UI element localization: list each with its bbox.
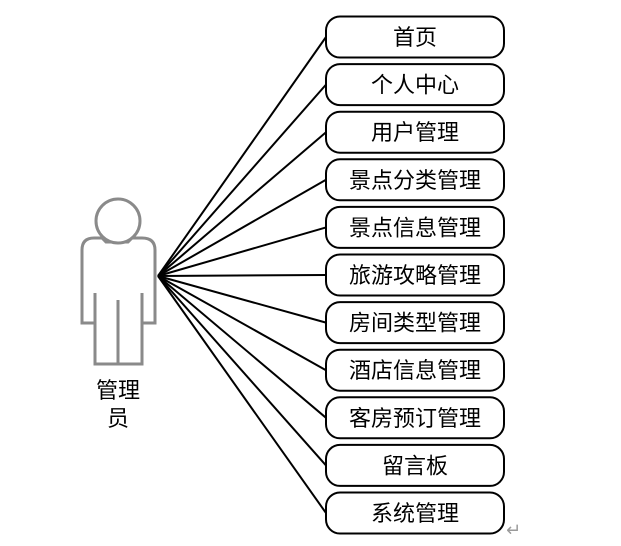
function-box: 首页 [325,15,505,59]
person-icon [80,197,157,366]
connector-line [157,131,327,277]
function-label: 个人中心 [371,74,459,99]
function-box: 用户管理 [325,110,505,154]
function-box: 景点信息管理 [325,205,505,249]
connector-line [157,275,327,324]
connector-line [157,178,327,277]
actor: 管理 员 [80,197,157,432]
function-label: 首页 [393,26,437,51]
function-box-frame [325,491,505,535]
connector-line [157,275,327,467]
actor-label-line2: 员 [107,407,129,432]
function-label: 留言板 [382,454,448,479]
function-box-frame [325,110,505,154]
function-label: 房间类型管理 [349,312,481,337]
function-label: 酒店信息管理 [349,359,481,384]
function-box-frame [325,63,505,107]
function-box-frame [325,158,505,202]
function-box: 酒店信息管理 [325,348,505,392]
connector-line [157,275,327,419]
function-label: 客房预订管理 [349,407,481,432]
connector-line [157,274,327,277]
function-box-frame [325,15,505,59]
function-box-frame [325,301,505,345]
actor-label-line1: 管理 [96,379,140,404]
function-box: 房间类型管理 [325,301,505,345]
connector-line [157,83,327,277]
connector-lines [157,36,327,514]
connector-line [157,36,327,277]
function-list: 首页个人中心用户管理景点分类管理景点信息管理旅游攻略管理房间类型管理酒店信息管理… [325,15,505,535]
connector-line [157,226,327,277]
paragraph-mark: ↵ [506,520,521,541]
function-box-frame [325,253,505,297]
actor-head [94,197,142,245]
function-label: 用户管理 [371,121,459,146]
function-box-frame [325,348,505,392]
function-box: 客房预订管理 [325,396,505,440]
function-label: 系统管理 [371,502,459,527]
connector-line [157,275,327,372]
connector-line [157,275,327,514]
function-box: 留言板 [325,443,505,487]
function-box: 旅游攻略管理 [325,253,505,297]
function-label: 景点信息管理 [349,216,481,241]
function-box: 个人中心 [325,63,505,107]
function-label: 景点分类管理 [349,169,481,194]
function-box-frame [325,396,505,440]
function-label: 旅游攻略管理 [349,264,481,289]
function-box: 景点分类管理 [325,158,505,202]
function-box-frame [325,443,505,487]
function-box-frame [325,205,505,249]
function-box: 系统管理 [325,491,505,535]
